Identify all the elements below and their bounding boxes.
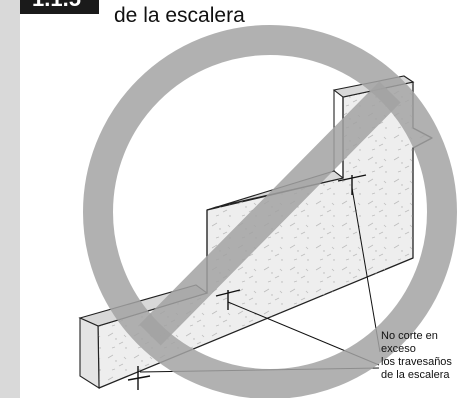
overcut-marks: [127, 174, 367, 390]
overcut-mark-middle: [215, 289, 241, 310]
overcut-callout: No corte en exceso los travesaños de la …: [381, 330, 473, 382]
side-bar: [0, 0, 20, 398]
section-number: 1.1.5: [32, 0, 81, 12]
page-title: de la escalera: [114, 4, 245, 27]
prohibition-sign-icon: [83, 25, 457, 398]
callout-line-1: No corte en: [381, 330, 438, 342]
callout-line-2: exceso: [381, 343, 416, 355]
overcut-mark-upper: [337, 174, 367, 195]
callout-line-3: los travesaños: [381, 356, 452, 368]
section-number-box: 1.1.5: [20, 0, 99, 14]
callout-line-4: de la escalera: [381, 369, 450, 381]
overcut-mark-lower: [127, 366, 151, 390]
